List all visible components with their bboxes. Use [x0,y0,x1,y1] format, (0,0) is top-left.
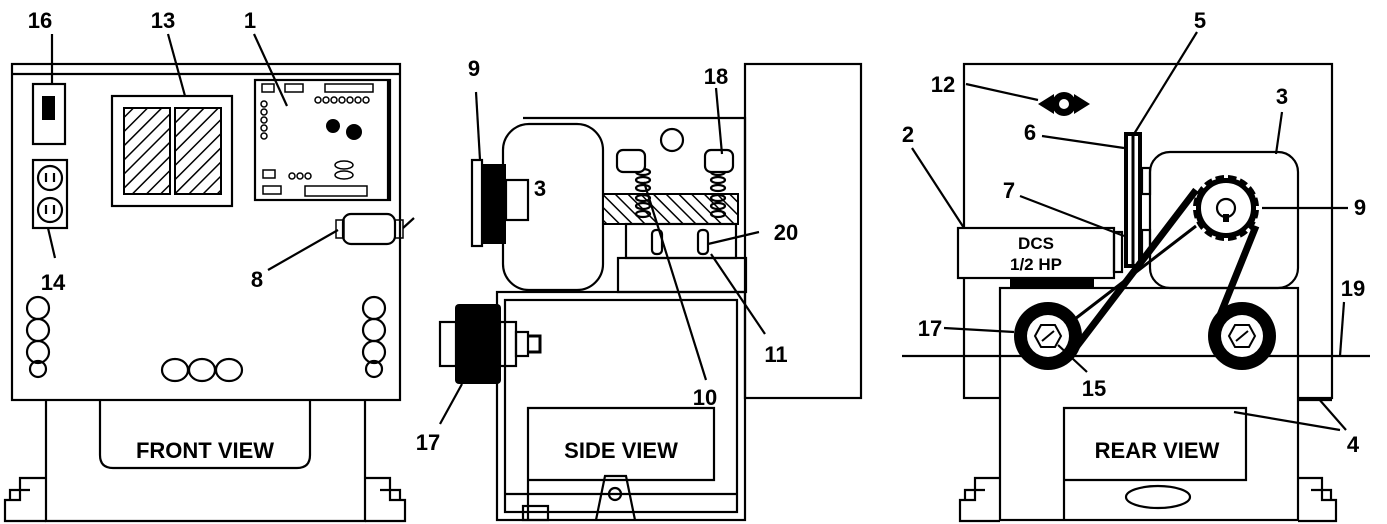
callout-16: 16 [28,8,52,33]
motor-label-line1: DCS [1018,234,1054,253]
callout-9-side: 9 [468,56,480,81]
front-base [44,400,367,523]
front-fuse-holder [341,212,397,246]
power-switch [31,82,67,146]
front-view: FRONT VIEW [3,8,415,523]
callout-4: 4 [1347,432,1360,457]
rear-view: DCS 1/2 HP [902,8,1370,523]
callout-12: 12 [931,72,955,97]
front-label-box [98,400,312,470]
callout-11: 11 [764,342,787,367]
rear-view-label: REAR VIEW [1095,438,1220,463]
motor-label-line2: 1/2 HP [1010,255,1062,274]
front-view-label: FRONT VIEW [136,438,274,463]
callout-13: 13 [151,8,175,33]
rear-sprocket [1193,175,1259,241]
callout-3-rear: 3 [1276,84,1288,109]
callout-18: 18 [704,64,728,89]
side-enclosure [495,290,747,522]
callout-17-side: 17 [416,430,440,455]
callout-7: 7 [1003,178,1015,203]
callout-8: 8 [251,267,263,292]
side-view: SIDE VIEW 9 18 3 20 10 11 17 [416,56,863,522]
motor-label-box [956,226,1116,280]
callout-10: 10 [693,385,717,410]
callout-6: 6 [1024,120,1036,145]
callout-14: 14 [41,270,66,295]
callout-2: 2 [902,122,914,147]
rear-motor [1148,150,1300,290]
side-back-panel [743,62,863,400]
callout-17-rear: 17 [918,316,942,341]
front-panel [10,62,402,402]
callout-15: 15 [1082,376,1106,401]
callout-20: 20 [774,220,798,245]
side-view-label: SIDE VIEW [564,438,678,463]
callout-1: 1 [244,8,256,33]
transformer [110,94,234,208]
outlet-plate [31,158,69,230]
circuit-board [253,78,392,202]
callout-3-side: 3 [534,176,546,201]
callout-5: 5 [1194,8,1206,33]
callout-19: 19 [1341,276,1365,301]
callout-9-rear: 9 [1354,195,1366,220]
side-motor [501,122,605,292]
